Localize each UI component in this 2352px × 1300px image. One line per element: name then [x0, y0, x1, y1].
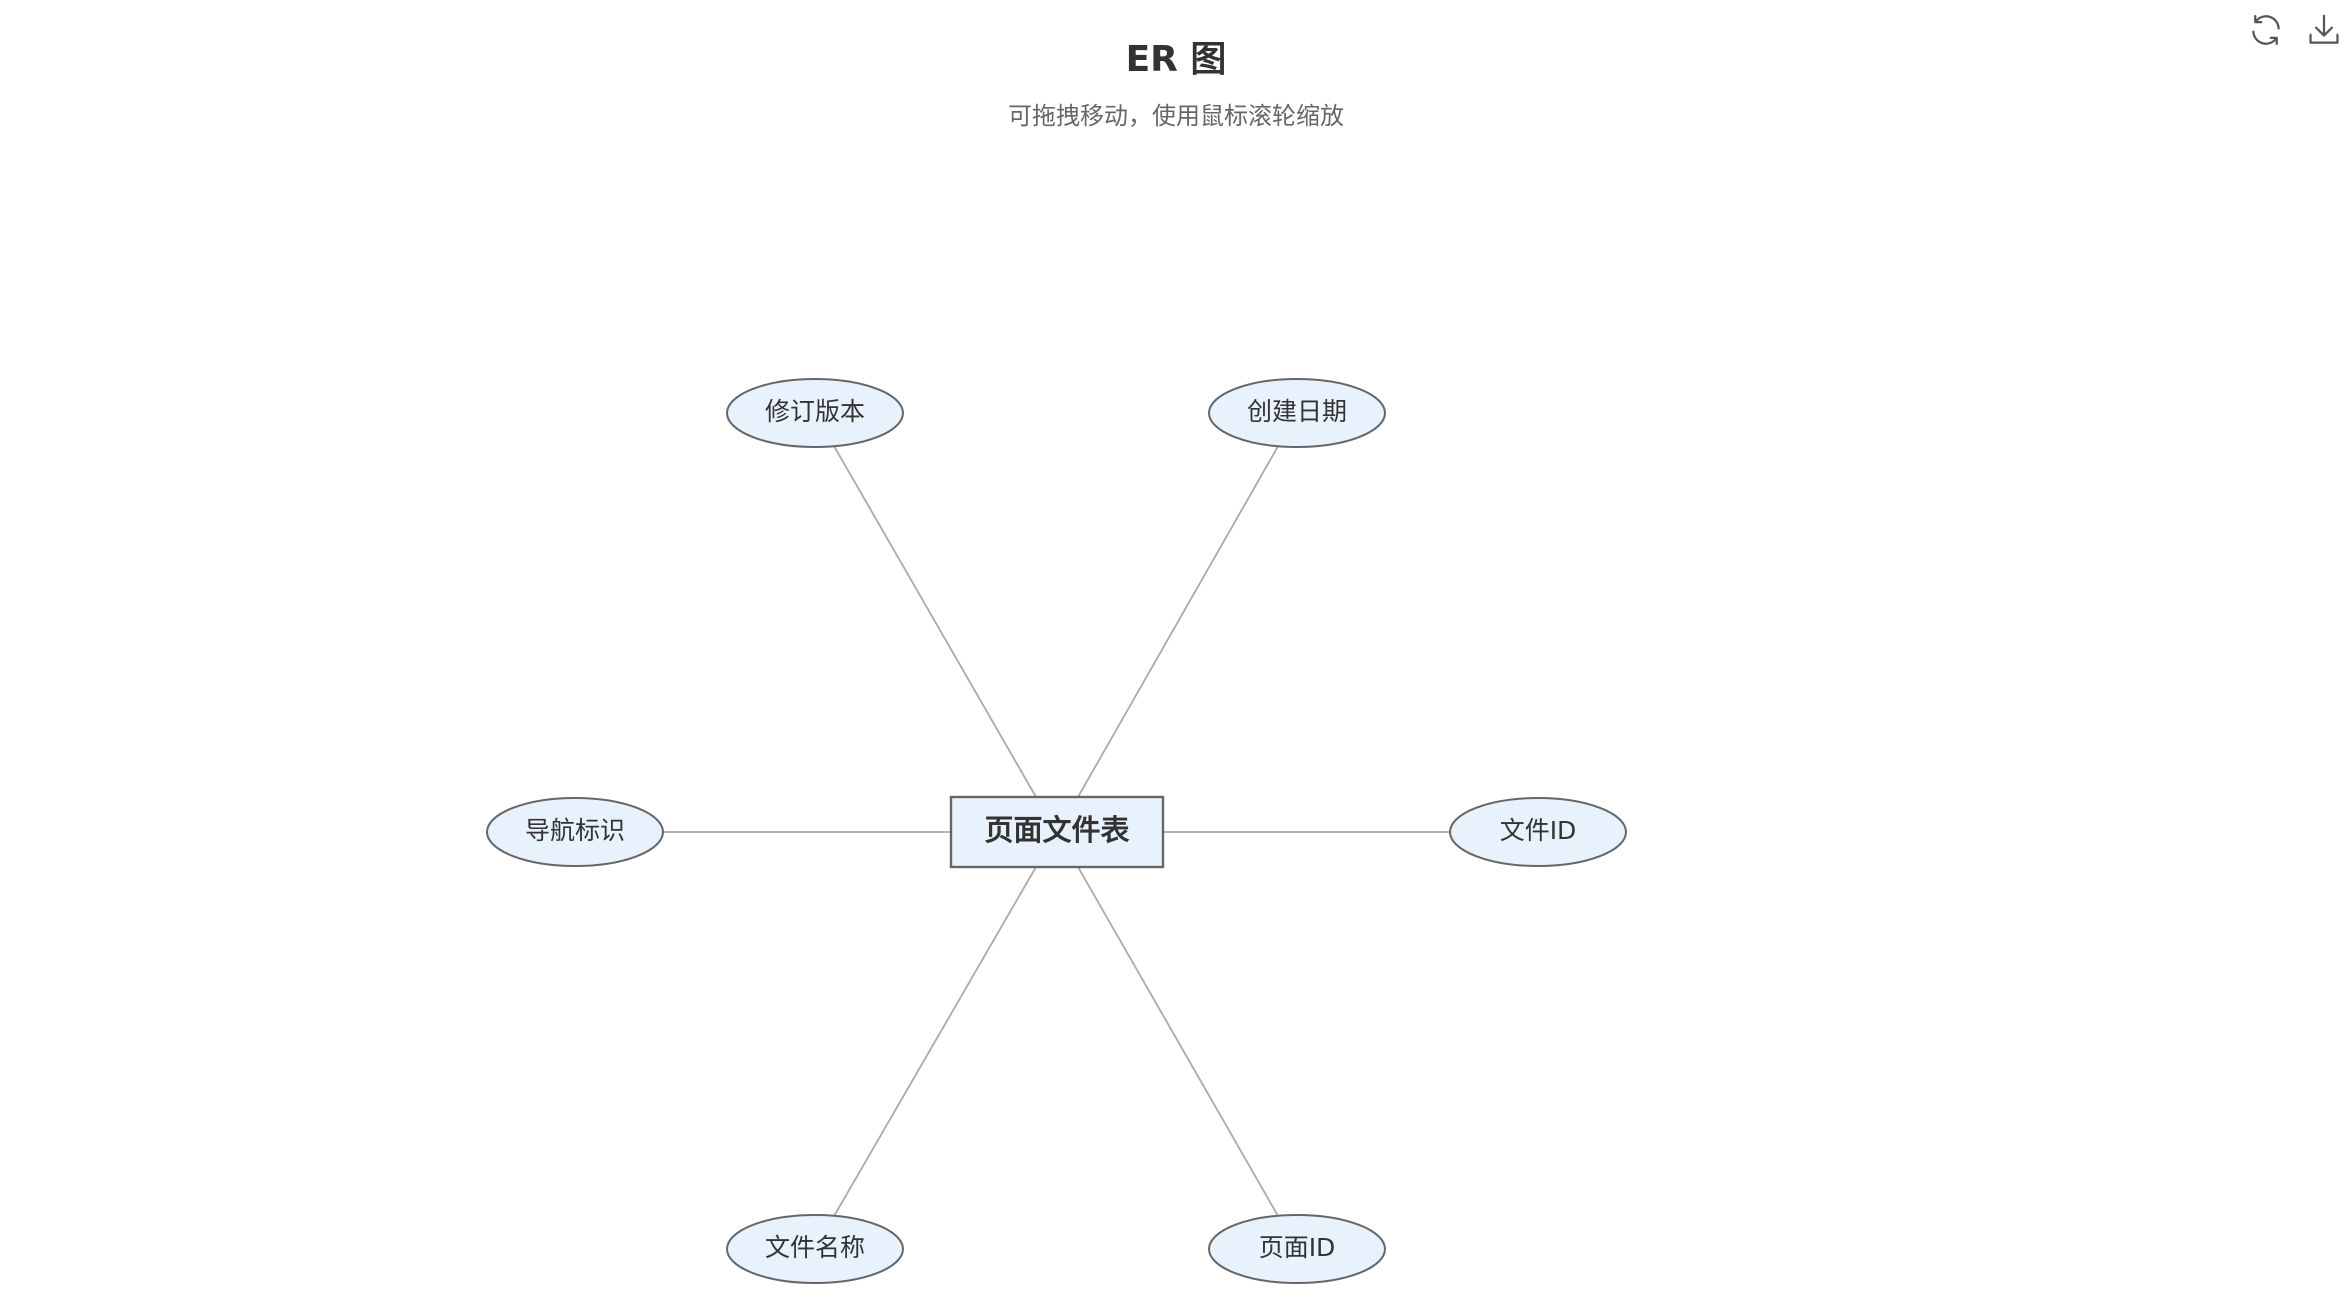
edge-layer: [663, 445, 1450, 1217]
attribute-node-file-name[interactable]: 文件名称: [726, 1214, 904, 1284]
attribute-ellipse: [726, 378, 904, 448]
toolbar: [2244, 8, 2346, 52]
attribute-label: 页面ID: [1259, 1233, 1336, 1262]
page-title: ER 图: [1125, 39, 1227, 80]
entity-label: 页面文件表: [984, 813, 1129, 847]
download-button[interactable]: [2302, 8, 2346, 52]
edge-created-date: [1077, 445, 1279, 798]
attribute-node-file-id[interactable]: 文件ID: [1449, 797, 1627, 867]
edge-page-id: [1077, 866, 1279, 1217]
download-icon: [2309, 14, 2339, 44]
attribute-label: 导航标识: [525, 816, 625, 845]
attribute-ellipse: [486, 797, 664, 867]
attribute-label: 创建日期: [1247, 397, 1347, 426]
attribute-ellipse: [1208, 378, 1386, 448]
attribute-label: 文件ID: [1500, 816, 1577, 845]
attribute-label: 文件名称: [765, 1233, 865, 1262]
edge-revision: [833, 445, 1037, 798]
attribute-ellipse: [1449, 797, 1627, 867]
edge-file-name: [833, 866, 1037, 1217]
refresh-button[interactable]: [2244, 8, 2288, 52]
refresh-icon: [2252, 14, 2280, 46]
page-subtitle: 可拖拽移动，使用鼠标滚轮缩放: [1008, 102, 1344, 130]
attribute-node-nav-id[interactable]: 导航标识: [486, 797, 664, 867]
attribute-node-page-id[interactable]: 页面ID: [1208, 1214, 1386, 1284]
attribute-label: 修订版本: [765, 397, 865, 426]
attribute-ellipse: [1208, 1214, 1386, 1284]
attribute-node-revision[interactable]: 修订版本: [726, 378, 904, 448]
attribute-node-created-date[interactable]: 创建日期: [1208, 378, 1386, 448]
entity-node[interactable]: 页面文件表: [949, 795, 1165, 869]
entity-box: [949, 795, 1165, 869]
attribute-ellipse: [726, 1214, 904, 1284]
